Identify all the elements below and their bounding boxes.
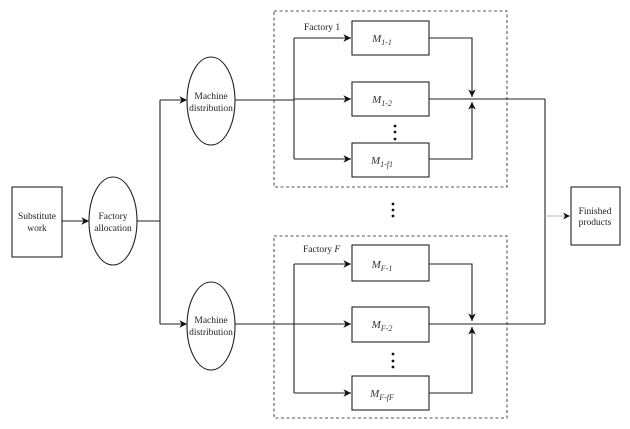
substitute-work-label-2: work (27, 224, 47, 234)
machine-distribution-1-label-1: Machine (194, 92, 227, 102)
factory-F-boundary (273, 235, 508, 419)
svg-text:M1-2: M1-2 (371, 94, 392, 108)
ellipsis-between-factories (391, 202, 395, 218)
factory-1-group: Factory 1 M1-1 M1-2 M1-f1 (235, 10, 545, 188)
svg-text:MF-fF: MF-fF (369, 388, 394, 402)
merge-from-m1-f1 (429, 102, 476, 160)
merge-from-mF-1 (429, 263, 476, 321)
factory-allocation-label-2: allocation (94, 224, 132, 234)
ellipsis-factory-F (391, 352, 395, 369)
machine-distribution-1-node: Machine distribution (186, 56, 236, 146)
substitute-work-node: Substitute work (11, 186, 63, 258)
svg-text:M1-f1: M1-f1 (370, 155, 393, 169)
machine-distribution-F-node: Machine distribution (186, 281, 236, 371)
finished-products-node: Finished products (570, 186, 621, 246)
factory-F-label: Factory F (303, 245, 340, 255)
machine-distribution-F-label-2: distribution (189, 328, 233, 338)
machine-mF-2: MF-2 (351, 306, 430, 343)
machine-distribution-F-label-1: Machine (194, 316, 227, 326)
machine-mF-fF: MF-fF (351, 375, 430, 411)
finished-products-label-2: products (579, 218, 612, 228)
machine-m1-1: M1-1 (351, 20, 430, 56)
ellipsis-factory-1 (393, 124, 397, 141)
factory-1-label: Factory 1 (304, 23, 340, 33)
svg-text:MF-2: MF-2 (371, 319, 393, 333)
merge-from-m1-1 (429, 37, 476, 97)
substitute-work-label-1: Substitute (18, 212, 56, 222)
machine-mF-1: MF-1 (351, 244, 430, 282)
finished-products-label-1: Finished (579, 207, 612, 217)
merge-from-mF-fF (429, 327, 476, 394)
svg-text:MF-1: MF-1 (371, 259, 393, 273)
svg-text:M1-1: M1-1 (371, 33, 392, 47)
factory-allocation-node: Factory allocation (88, 176, 138, 266)
factory-allocation-label-1: Factory (98, 212, 127, 222)
machine-distribution-1-label-2: distribution (189, 104, 233, 114)
machine-m1-2: M1-2 (351, 81, 430, 117)
machine-m1-f1: M1-f1 (351, 142, 430, 178)
factory-F-group: Factory F MF-1 MF-2 MF-fF (235, 235, 545, 419)
